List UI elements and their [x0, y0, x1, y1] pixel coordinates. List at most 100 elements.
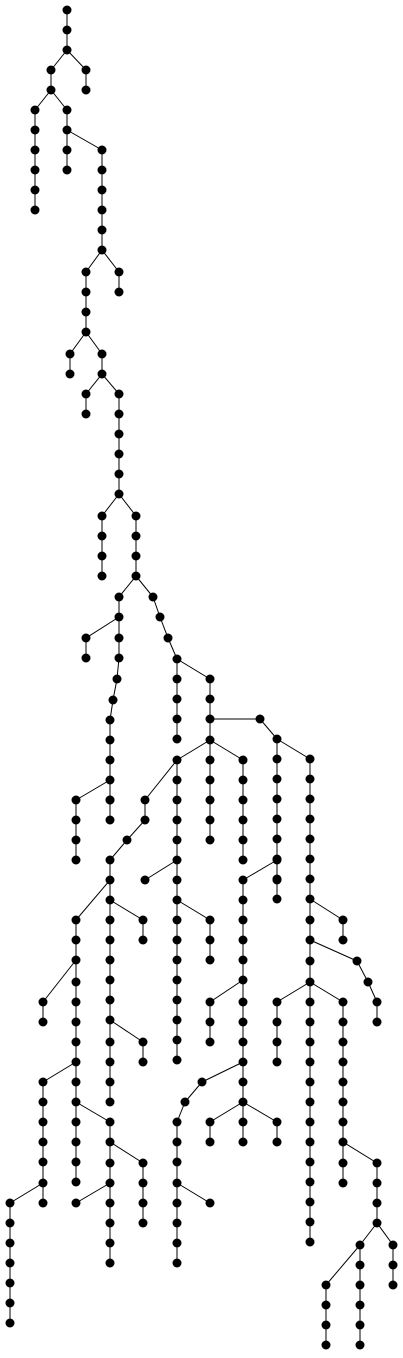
tree-edge — [309, 939, 358, 962]
tree-node — [62, 145, 72, 155]
tree-node — [238, 1077, 248, 1087]
tree-node — [105, 1117, 115, 1127]
tree-node — [321, 1280, 331, 1290]
tree-node — [105, 855, 115, 865]
tree-node — [105, 995, 115, 1005]
tree-edge — [66, 49, 87, 71]
tree-node — [372, 997, 382, 1007]
tree-node — [46, 65, 56, 75]
tree-edge — [85, 249, 103, 273]
tree-node — [97, 511, 107, 521]
tree-node — [81, 409, 91, 419]
tree-node — [272, 855, 282, 865]
tree-node — [238, 935, 248, 945]
tree-node — [155, 612, 165, 622]
tree-node — [321, 1300, 331, 1310]
tree-edge — [75, 779, 111, 801]
tree-node — [105, 935, 115, 945]
tree-node — [305, 935, 315, 945]
tree-edge — [209, 979, 244, 1003]
tree-edge — [109, 1019, 144, 1043]
tree-node — [172, 875, 182, 885]
tree-node — [238, 755, 248, 765]
tree-node — [172, 1178, 182, 1188]
tree-node — [305, 1057, 315, 1067]
tree-node — [172, 694, 182, 704]
tree-node — [30, 205, 40, 215]
tree-node — [238, 1057, 248, 1067]
tree-node — [71, 1057, 81, 1067]
tree-node — [140, 795, 150, 805]
tree-node — [105, 915, 115, 925]
tree-node — [355, 1300, 365, 1310]
tree-node — [114, 653, 124, 663]
tree-node — [338, 1077, 348, 1087]
tree-node — [321, 1340, 331, 1350]
tree-node — [305, 794, 315, 804]
tree-node — [105, 1258, 115, 1268]
tree-node — [172, 714, 182, 724]
tree-node — [114, 287, 124, 297]
tree-node — [305, 1137, 315, 1147]
tree-edge — [276, 981, 311, 1003]
tree-node — [71, 815, 81, 825]
tree-node — [205, 1117, 215, 1127]
tree-node — [305, 1197, 315, 1207]
tree-node — [338, 1137, 348, 1147]
tree-node — [238, 915, 248, 925]
tree-node — [205, 955, 215, 965]
tree-edge — [135, 575, 154, 598]
tree-node — [114, 612, 124, 622]
tree-node — [180, 1097, 190, 1107]
tree-node — [81, 85, 91, 95]
tree-edge — [118, 493, 137, 517]
tree-node — [305, 1077, 315, 1087]
tree-node — [305, 1217, 315, 1227]
tree-node — [30, 165, 40, 175]
tree-node — [172, 1015, 182, 1025]
tree-node — [372, 1158, 382, 1168]
tree-node — [138, 1178, 148, 1188]
tree-node — [71, 1198, 81, 1208]
tree-node — [172, 1218, 182, 1228]
tree-node — [30, 145, 40, 155]
tree-edge — [9, 1182, 44, 1204]
tree-node — [97, 369, 107, 379]
tree-edge — [176, 658, 211, 680]
tree-node — [38, 1137, 48, 1147]
tree-node — [163, 633, 173, 643]
tree-node — [105, 1137, 115, 1147]
tree-node — [97, 531, 107, 541]
tree-node — [131, 531, 141, 541]
tree-edge — [176, 739, 211, 761]
tree-edge — [69, 331, 87, 355]
tree-node — [172, 855, 182, 865]
tree-node — [355, 1260, 365, 1270]
tree-node — [5, 1218, 15, 1228]
tree-node — [112, 674, 122, 684]
tree-node — [272, 814, 282, 824]
tree-edge — [75, 1101, 111, 1123]
tree-node — [105, 1218, 115, 1228]
tree-node — [272, 734, 282, 744]
tree-node — [140, 815, 150, 825]
tree-node — [105, 1015, 115, 1025]
tree-node — [71, 915, 81, 925]
tree-node — [38, 1117, 48, 1127]
tree-nodes — [5, 5, 398, 1350]
tree-node — [114, 633, 124, 643]
tree-node — [172, 755, 182, 765]
tree-edge — [75, 1182, 111, 1204]
tree-node — [114, 409, 124, 419]
tree-edge — [109, 1141, 144, 1164]
tree-edge — [325, 1244, 361, 1286]
tree-node — [305, 1097, 315, 1107]
tree-node — [272, 1037, 282, 1047]
tree-node — [238, 855, 248, 865]
tree-node — [105, 1057, 115, 1067]
tree-node — [30, 125, 40, 135]
tree-node — [5, 1318, 15, 1328]
tree-node — [205, 674, 215, 684]
tree-node — [238, 975, 248, 985]
tree-node — [338, 1117, 348, 1127]
